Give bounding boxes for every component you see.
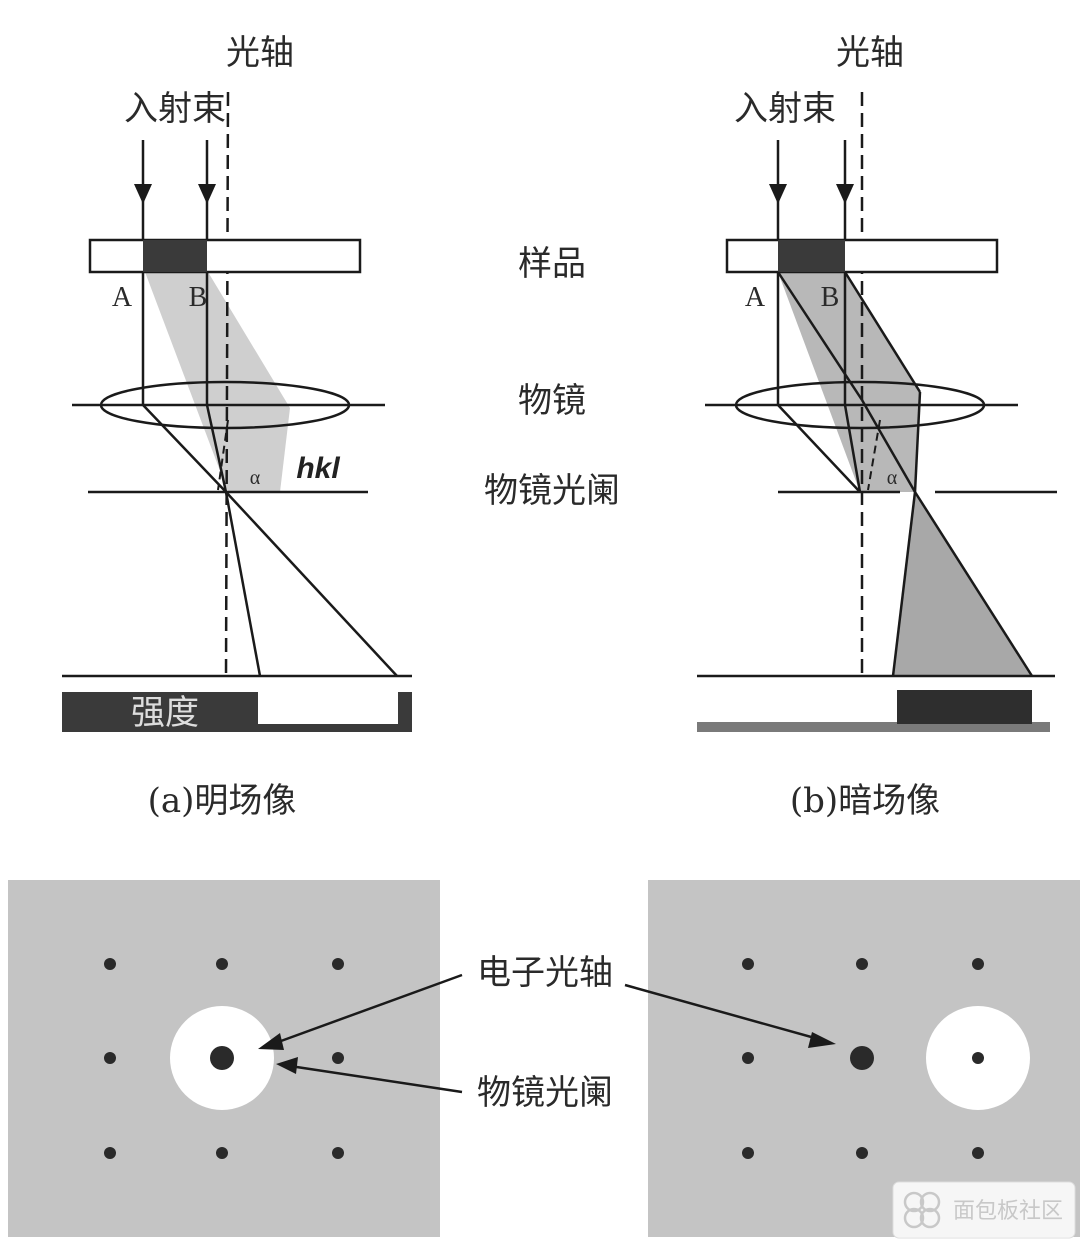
sample-region-ab-right bbox=[778, 240, 845, 272]
bright-field-caption: (a)明场像 bbox=[148, 781, 297, 821]
arrowhead-a-left bbox=[134, 184, 152, 204]
incident-beam-label-right: 入射束 bbox=[734, 89, 836, 129]
dark-field-diffraction-panel bbox=[648, 880, 1080, 1237]
arrowhead-electron-axis-right bbox=[808, 1032, 836, 1048]
sample-region-ab-left bbox=[143, 240, 207, 272]
spot bbox=[104, 1052, 116, 1064]
spot bbox=[104, 958, 116, 970]
bright-field-diffraction-panel bbox=[8, 880, 440, 1237]
incident-beam-label-left: 入射束 bbox=[124, 89, 226, 129]
watermark: 面包板社区 bbox=[892, 1181, 1076, 1239]
point-a-label-right: A bbox=[745, 282, 766, 313]
spot bbox=[216, 958, 228, 970]
optic-axis-label-left: 光轴 bbox=[226, 33, 294, 73]
diffracted-ray-b-right bbox=[843, 271, 922, 393]
annotation-arrows bbox=[258, 973, 836, 1094]
arrowhead-aperture-left bbox=[276, 1057, 298, 1074]
center-labels: 样品 物镜 物镜光阑 bbox=[484, 244, 620, 511]
dark-field-diagram: 光轴 入射束 A B α (b)暗场像 bbox=[697, 33, 1057, 821]
alpha-label-left: α bbox=[250, 467, 261, 489]
diffracted-ray-c-right bbox=[913, 391, 922, 493]
bright-field-diagram: 光轴 入射束 A B α hkl 强度 (a)明场像 bbox=[62, 33, 412, 821]
objective-lens-left bbox=[99, 380, 351, 430]
central-spot-left bbox=[210, 1046, 234, 1070]
spot bbox=[104, 1147, 116, 1159]
image-ray-1-right bbox=[891, 491, 917, 677]
watermark-logo-icon bbox=[903, 1191, 941, 1229]
dark-field-diffracted-beam-lower bbox=[893, 492, 1032, 676]
optic-axis-label-right: 光轴 bbox=[836, 33, 904, 73]
sample-label: 样品 bbox=[518, 244, 586, 284]
spot bbox=[972, 958, 984, 970]
spot bbox=[742, 1052, 754, 1064]
spot bbox=[972, 1147, 984, 1159]
sample-left bbox=[88, 238, 362, 274]
watermark-text: 面包板社区 bbox=[953, 1199, 1063, 1224]
spot bbox=[742, 958, 754, 970]
objective-aperture-label: 物镜光阑 bbox=[484, 471, 620, 511]
point-a-label-left: A bbox=[112, 282, 133, 313]
alpha-label-right: α bbox=[887, 467, 898, 489]
intensity-bar-dark-right bbox=[897, 690, 1032, 724]
electron-optic-axis-label: 电子光轴 bbox=[477, 953, 613, 993]
intensity-bar-right-left bbox=[398, 692, 412, 732]
arrowhead-electron-axis-left bbox=[258, 1033, 284, 1050]
spot bbox=[742, 1147, 754, 1159]
point-b-label-right: B bbox=[821, 282, 840, 313]
arrowhead-b-left bbox=[198, 184, 216, 204]
spot bbox=[972, 1052, 984, 1064]
image-ray-2-right bbox=[913, 491, 1034, 677]
spot bbox=[856, 958, 868, 970]
alpha-marker-right bbox=[867, 419, 881, 491]
arrowhead-b-right bbox=[836, 184, 854, 204]
hkl-label: hkl bbox=[296, 452, 340, 485]
intensity-bar-bright-left bbox=[258, 724, 398, 732]
spot bbox=[332, 1052, 344, 1064]
central-spot-right bbox=[850, 1046, 874, 1070]
sample-right bbox=[725, 238, 999, 274]
diffracted-ray-a-right bbox=[776, 271, 864, 401]
image-ray-1-left bbox=[224, 491, 262, 677]
arrow-electron-axis-right bbox=[624, 983, 823, 1042]
intensity-bar-base-right bbox=[697, 722, 1050, 732]
objective-lens-right bbox=[734, 380, 986, 430]
intensity-label: 强度 bbox=[131, 693, 199, 733]
diffracted-ray-d-right bbox=[860, 399, 917, 493]
arrowhead-a-right bbox=[769, 184, 787, 204]
spot bbox=[332, 958, 344, 970]
objective-aperture-bottom-label: 物镜光阑 bbox=[477, 1073, 613, 1113]
optic-axis-left bbox=[224, 91, 230, 677]
spot bbox=[332, 1147, 344, 1159]
alpha-marker-left bbox=[217, 419, 229, 491]
spot bbox=[216, 1147, 228, 1159]
spot bbox=[856, 1147, 868, 1159]
arrow-electron-axis-left bbox=[269, 973, 463, 1047]
dark-field-caption: (b)暗场像 bbox=[790, 781, 940, 821]
intensity-bar-dark-left bbox=[62, 692, 258, 732]
watermark-box bbox=[892, 1181, 1076, 1239]
point-b-label-left: B bbox=[189, 282, 208, 313]
objective-lens-label: 物镜 bbox=[518, 381, 586, 421]
image-ray-2-left bbox=[225, 491, 398, 677]
arrow-aperture-left bbox=[289, 1064, 463, 1094]
